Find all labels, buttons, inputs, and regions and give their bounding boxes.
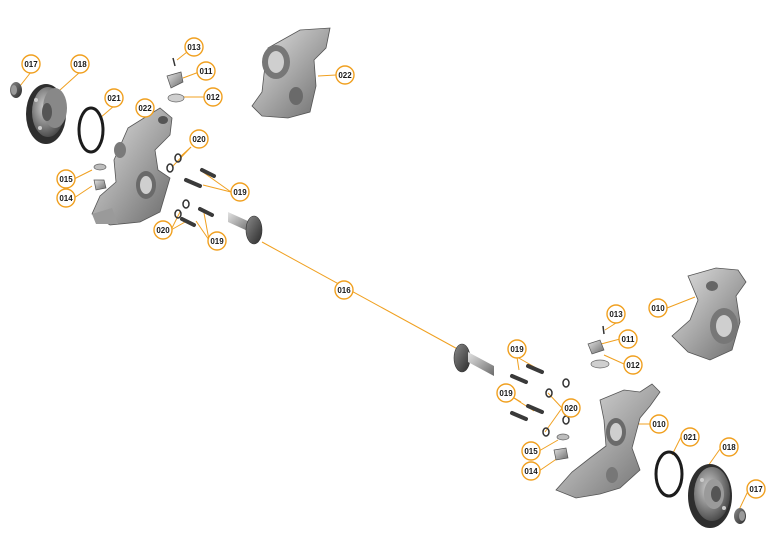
axle-shaft-right-end <box>453 343 494 376</box>
wheel-hub-left <box>26 84 67 144</box>
svg-text:017: 017 <box>24 60 38 69</box>
svg-text:014: 014 <box>59 194 73 203</box>
callout-020-left-upper: 020 <box>189 129 209 149</box>
snap-ring-right <box>654 450 684 498</box>
steering-knuckle-upper-right <box>671 267 747 361</box>
svg-text:017: 017 <box>749 485 763 494</box>
steering-knuckle-left <box>91 107 173 226</box>
callout-018-left: 018 <box>70 54 90 74</box>
svg-text:019: 019 <box>210 237 224 246</box>
washer-top-left <box>167 93 185 103</box>
callout-012-left: 012 <box>203 87 223 107</box>
svg-text:013: 013 <box>187 43 201 52</box>
svg-text:022: 022 <box>138 104 152 113</box>
axle-shaft-left-end <box>228 212 263 245</box>
cotter-pin-right <box>602 325 605 335</box>
dust-cap-right <box>734 508 746 524</box>
svg-text:012: 012 <box>626 361 640 370</box>
svg-text:020: 020 <box>156 226 170 235</box>
callout-019-right-upper: 019 <box>507 339 527 359</box>
svg-text:015: 015 <box>59 175 73 184</box>
svg-text:019: 019 <box>499 389 513 398</box>
snap-ring-left <box>77 106 105 154</box>
callout-021-left: 021 <box>104 88 124 108</box>
callout-015-left: 015 <box>56 169 76 189</box>
washer-left <box>93 163 107 171</box>
svg-text:018: 018 <box>73 60 87 69</box>
svg-text:010: 010 <box>651 304 665 313</box>
callout-020-right: 020 <box>561 398 581 418</box>
castle-nut-right <box>587 339 605 355</box>
svg-text:022: 022 <box>338 71 352 80</box>
callout-014-right: 014 <box>521 461 541 481</box>
svg-text:018: 018 <box>722 443 736 452</box>
steering-knuckle-right <box>555 383 661 499</box>
callout-020-left-lower: 020 <box>153 220 173 240</box>
callout-018-right: 018 <box>719 437 739 457</box>
callout-019-right-lower: 019 <box>496 383 516 403</box>
callout-011-right: 011 <box>618 329 638 349</box>
callout-017-right: 017 <box>746 479 766 499</box>
svg-text:021: 021 <box>107 94 121 103</box>
left-assembly <box>10 27 331 245</box>
callout-013-left: 013 <box>184 37 204 57</box>
callout-022-left: 022 <box>135 98 155 118</box>
castle-nut-left <box>166 71 184 89</box>
svg-text:015: 015 <box>524 447 538 456</box>
svg-text:019: 019 <box>233 188 247 197</box>
bolts-left <box>180 168 216 227</box>
dust-cap-left <box>10 82 22 98</box>
callouts: 017 018 021 022 013 011 012 022 020 019 … <box>21 37 766 499</box>
callout-019-left-lower: 019 <box>207 231 227 251</box>
svg-text:011: 011 <box>200 67 213 76</box>
callout-017-left: 017 <box>21 54 41 74</box>
callout-010-upper: 010 <box>648 298 668 318</box>
svg-text:020: 020 <box>564 404 578 413</box>
svg-text:012: 012 <box>206 93 220 102</box>
washer-right <box>556 433 570 441</box>
callout-011-left: 011 <box>196 61 216 81</box>
steering-knuckle-top <box>251 27 331 119</box>
svg-text:011: 011 <box>622 335 635 344</box>
callout-019-left-upper: 019 <box>230 182 250 202</box>
svg-text:016: 016 <box>337 286 351 295</box>
svg-text:019: 019 <box>510 345 524 354</box>
leader-lines <box>19 51 750 513</box>
svg-text:020: 020 <box>192 135 206 144</box>
washer-top-right <box>590 359 610 369</box>
callout-012-right: 012 <box>623 355 643 375</box>
callout-014-left: 014 <box>56 188 76 208</box>
svg-text:013: 013 <box>609 310 623 319</box>
nut-right <box>553 447 569 461</box>
nut-left <box>93 179 107 191</box>
callout-022-top: 022 <box>335 65 355 85</box>
callout-015-right: 015 <box>521 441 541 461</box>
wheel-hub-right <box>688 464 732 528</box>
svg-text:014: 014 <box>524 467 538 476</box>
callout-021-right: 021 <box>680 427 700 447</box>
callout-013-right: 013 <box>606 304 626 324</box>
callout-010-lower: 010 <box>649 414 669 434</box>
svg-text:010: 010 <box>652 420 666 429</box>
callout-016: 016 <box>334 280 354 300</box>
bolts-right <box>510 364 544 421</box>
washers-left <box>166 153 190 219</box>
right-assembly <box>453 267 747 528</box>
svg-text:021: 021 <box>683 433 697 442</box>
cotter-pin-left <box>172 57 176 67</box>
